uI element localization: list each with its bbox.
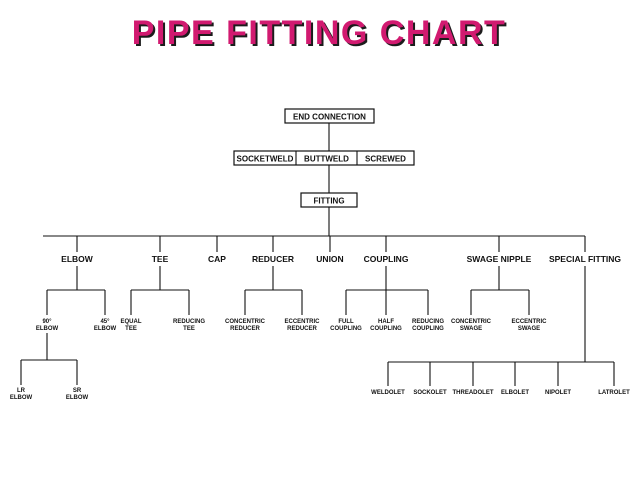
connection-screwed: SCREWED xyxy=(365,155,406,164)
category-reducer: REDUCER xyxy=(252,254,294,264)
connector-lines xyxy=(20,123,615,386)
special-sockolet: SOCKOLET xyxy=(413,390,447,396)
special-weldolet: WELDOLET xyxy=(371,390,405,396)
fitting-label: FITTING xyxy=(313,197,344,206)
end-connection-box xyxy=(284,108,375,124)
chart-title: PIPE FITTING CHART xyxy=(131,14,507,52)
end-connection-label: END CONNECTION xyxy=(293,113,366,122)
special-latrolet: LATROLET xyxy=(598,390,630,396)
category-elbow: ELBOW xyxy=(61,254,94,264)
connection-types-box xyxy=(233,150,415,166)
category-tee: TEE xyxy=(152,254,169,264)
fitting-box xyxy=(300,192,358,208)
category-union: UNION xyxy=(316,254,343,264)
connection-buttweld: BUTTWELD xyxy=(304,155,349,164)
elbow-90: 90°ELBOW xyxy=(36,319,59,332)
special-nipolet: NIPOLET xyxy=(545,390,571,396)
category-swage-nipple: SWAGE NIPPLE xyxy=(467,254,532,264)
connection-socketweld: SOCKETWELD xyxy=(237,155,294,164)
special-threadolet: THREADOLET xyxy=(453,390,494,396)
special-elbolet: ELBOLET xyxy=(501,390,529,396)
category-special-fitting: SPECIAL FITTING xyxy=(549,254,621,264)
category-coupling: COUPLING xyxy=(364,254,409,264)
category-cap: CAP xyxy=(208,254,226,264)
elbow-45: 45°ELBOW xyxy=(94,319,117,332)
